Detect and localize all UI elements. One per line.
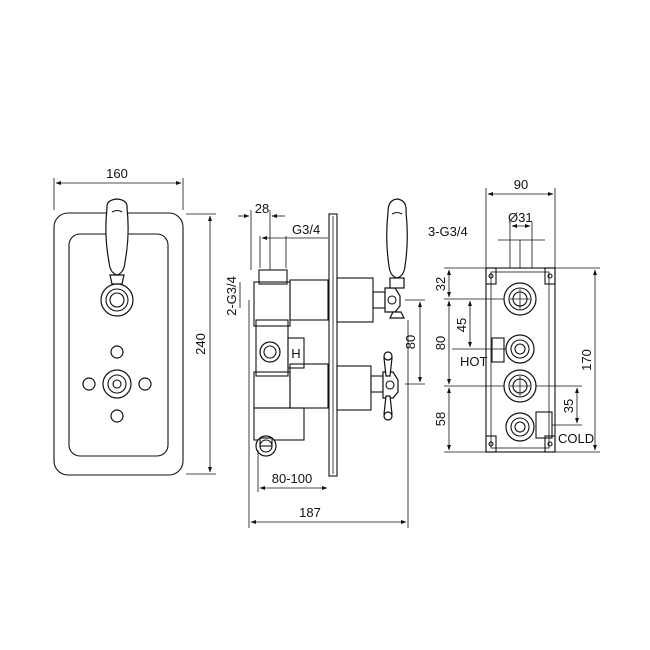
back-58-label: 58 <box>433 412 448 426</box>
back-35-label: 35 <box>561 399 576 413</box>
hot-mark: H <box>291 346 300 361</box>
back-port-hot <box>505 334 535 364</box>
side-view: 28 G3/4 2-G3/4 <box>224 198 425 528</box>
cold-label: COLD <box>558 431 594 446</box>
back-port-middle <box>503 369 537 403</box>
back-ports-thread-label: 3-G3/4 <box>428 224 468 239</box>
front-height-label: 240 <box>193 333 208 355</box>
lever-handle <box>100 198 134 317</box>
side-wall-depth-label: 80-100 <box>272 471 312 486</box>
side-80-label: 80 <box>403 335 418 349</box>
side-lever-handle <box>386 198 408 319</box>
back-port-cold <box>505 412 535 442</box>
hot-port: H <box>255 319 305 377</box>
side-28-label: 28 <box>255 201 269 216</box>
back-bore-label: Ø31 <box>508 210 533 225</box>
upper-valve-body <box>253 269 401 327</box>
front-width-label: 160 <box>106 166 128 181</box>
cross-handle <box>82 345 152 423</box>
back-32-label: 32 <box>433 277 448 291</box>
hot-label: HOT <box>460 354 488 369</box>
side-wall-plate <box>328 213 338 477</box>
back-width-label: 90 <box>514 177 528 192</box>
side-cross-handle <box>383 351 393 421</box>
side-overall-depth-label: 187 <box>299 505 321 520</box>
back-80-label: 80 <box>433 336 448 350</box>
back-45-label: 45 <box>454 318 469 332</box>
back-view: 90 Ø31 3-G3/4 <box>428 177 600 453</box>
back-body <box>485 267 556 453</box>
back-height-label: 170 <box>579 349 594 371</box>
back-port-top <box>503 282 537 316</box>
side-outlet-thread-label: 2-G3/4 <box>224 276 239 316</box>
front-view: 160 240 <box>53 166 216 476</box>
side-g34-label: G3/4 <box>292 222 320 237</box>
lower-valve-body <box>253 363 399 457</box>
